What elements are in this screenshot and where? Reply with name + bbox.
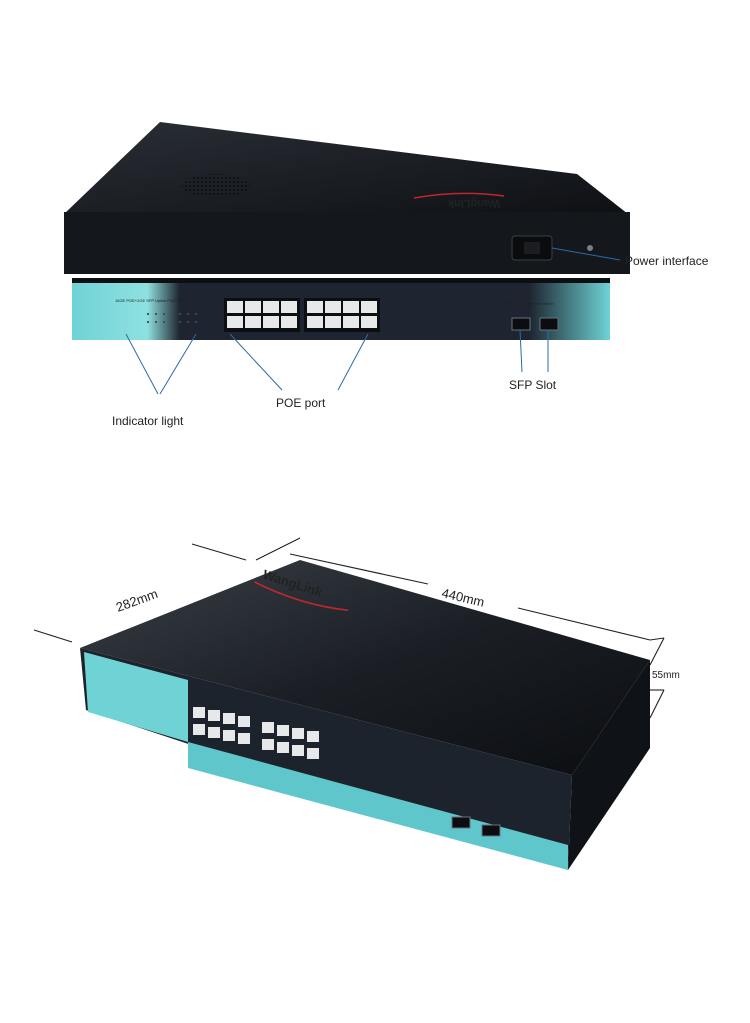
dimension-width: 282mm xyxy=(114,586,160,615)
callout-indicator-light: Indicator light xyxy=(112,414,184,428)
front-panel-title: 16GE POE+2GE SFP Uplink POE Switch xyxy=(115,298,189,303)
dimension-height: 55mm xyxy=(652,670,680,681)
switch-perspective-view: WangLink POE Web Smart Ethernet Switch xyxy=(33,537,680,870)
rj45-port-block xyxy=(224,298,380,332)
callout-lines xyxy=(125,247,621,395)
fan-vent xyxy=(182,174,250,198)
ground-screw xyxy=(587,245,593,251)
chassis-top xyxy=(64,122,628,214)
indicator-leds xyxy=(146,312,198,324)
switch-rear-front-view: WangLink 16GE POE+2GE SFP Uplink POE Swi… xyxy=(64,122,709,428)
sfp-slots-perspective xyxy=(451,816,501,837)
front-teal-left xyxy=(84,652,188,742)
sfp-slots xyxy=(511,317,559,331)
side-label: POE Web Smart Ethernet Switch xyxy=(495,301,554,306)
rj45-ports-perspective xyxy=(193,707,319,759)
front-teal-strip xyxy=(188,742,568,870)
brand-logo: WangLink xyxy=(413,192,505,209)
callout-poe-port: POE port xyxy=(276,396,326,410)
callout-sfp-slot: SFP Slot xyxy=(509,378,557,392)
callout-power-interface: Power interface xyxy=(625,254,709,268)
brand-logo-text: WangLink xyxy=(447,197,500,209)
chassis-right-side xyxy=(568,660,650,870)
chassis-top-perspective xyxy=(80,560,650,775)
dimension-lines xyxy=(33,537,665,719)
